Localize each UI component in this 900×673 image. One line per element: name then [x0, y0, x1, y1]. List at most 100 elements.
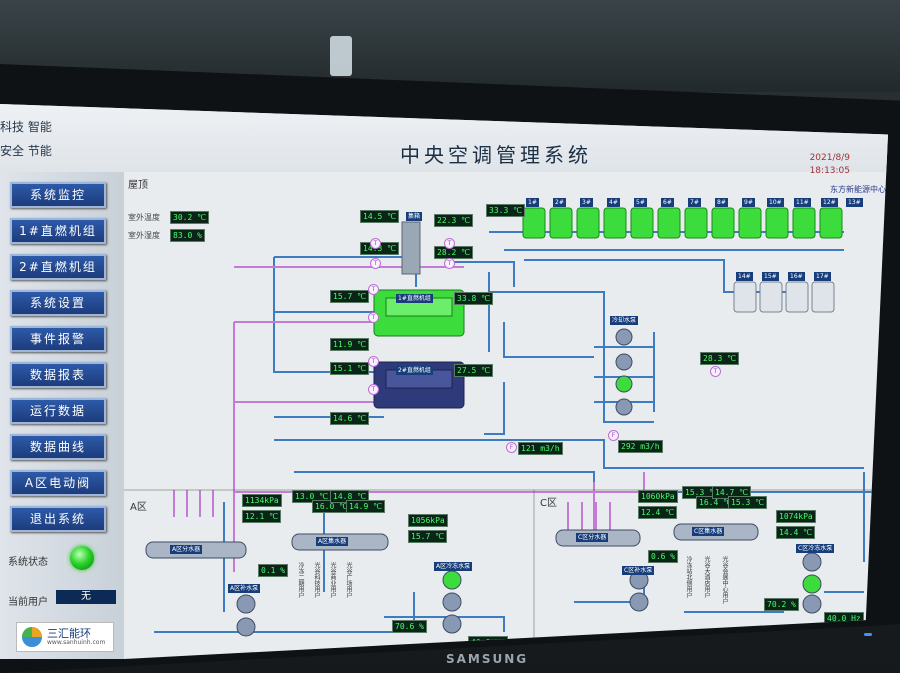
chiller-2-inlet-temp: 15.1 ℃ [330, 362, 370, 375]
tower-label[interactable]: 7# [688, 198, 701, 207]
chiller-1-label[interactable]: 1#直燃机组 [396, 294, 433, 303]
clock: 2021/8/9 18:13:05 [810, 152, 850, 178]
zone-c-branch-temp-4: 15.3 ℃ [728, 496, 768, 509]
manifold-temp-4: 28.2 ℃ [434, 246, 474, 259]
tower-label[interactable]: 4# [607, 198, 620, 207]
flow-rate-2: 292 m3/h [618, 440, 663, 453]
company-logo: 三汇能环 www.sanhuinh.com [16, 622, 114, 652]
zone-c-branch-label: 光谷会展中心用户 [721, 556, 728, 604]
outdoor-temp-label: 室外温度 [128, 213, 160, 222]
zone-a-makeup-pumps [236, 594, 256, 637]
nav-system-monitor[interactable]: 系统监控 [10, 182, 106, 208]
tower-label[interactable]: 16# [788, 272, 805, 281]
zone-a-supply-temp: 12.1 ℃ [242, 510, 282, 523]
tower-label[interactable]: 3# [580, 198, 593, 207]
zone-a-bypass-valve: 0.1 % [258, 564, 289, 577]
manifold-label: 集箱 [406, 212, 423, 221]
nav-zone-a-valve[interactable]: A区电动阀 [10, 470, 106, 496]
zone-a-branch-temp-4: 14.9 ℃ [346, 500, 386, 513]
thermometer-icon: T [370, 258, 381, 269]
logo-text: 三汇能环 [47, 627, 91, 640]
nav-data-report[interactable]: 数据报表 [10, 362, 106, 388]
thermometer-icon: T [710, 366, 721, 377]
tower-label[interactable]: 10# [767, 198, 784, 207]
nav-system-settings[interactable]: 系统设置 [10, 290, 106, 316]
thermometer-icon: T [444, 258, 455, 269]
chiller-1-inlet-temp: 15.7 ℃ [330, 290, 370, 303]
cooling-pumps [615, 328, 633, 416]
tower-label[interactable]: 5# [634, 198, 647, 207]
nav-chiller-1[interactable]: 1#直燃机组 [10, 218, 106, 244]
tower-row-2 [733, 281, 835, 313]
thermometer-icon: T [368, 356, 379, 367]
power-indicator-icon [864, 633, 872, 636]
chiller-1-low-temp: 11.9 ℃ [330, 338, 370, 351]
zone-c-chw-pump-label: C区冷冻水泵 [796, 544, 835, 553]
nav-chiller-2[interactable]: 2#直燃机组 [10, 254, 106, 280]
tower-label[interactable]: 15# [762, 272, 779, 281]
tower-label[interactable]: 8# [715, 198, 728, 207]
date-readout: 2021/8/9 [809, 153, 850, 163]
manifold [401, 221, 421, 275]
flow-meter-icon: F [506, 442, 517, 453]
zone-c-return-temp: 14.4 ℃ [776, 526, 816, 539]
zone-c-chw-pumps [802, 552, 822, 614]
zone-c-branch-label: 冷冻站北侧用户 [685, 556, 692, 598]
tower-label[interactable]: 2# [553, 198, 566, 207]
zone-a-chw-pump-label: A区冷冻水泵 [434, 562, 473, 571]
logo-icon [22, 627, 42, 647]
outdoor-humidity-value: 83.0 % [170, 229, 205, 242]
zone-c-distributor-label: C区分水器 [576, 533, 609, 542]
zone-c-supply-temp: 12.4 ℃ [638, 506, 678, 519]
manifold-temp-2: 22.3 ℃ [434, 214, 474, 227]
tower-label[interactable]: 17# [814, 272, 831, 281]
chiller-2-outlet-temp: 27.5 ℃ [454, 364, 494, 377]
flow-meter-icon: F [608, 430, 619, 441]
tower-label[interactable]: 9# [742, 198, 755, 207]
zone-c-bypass-valve: 0.6 % [648, 550, 679, 563]
nav-exit-system[interactable]: 退出系统 [10, 506, 106, 532]
manifold-temp-3: 14.3 ℃ [360, 242, 400, 255]
current-user-value: 无 [56, 590, 116, 604]
top-supply-temp: 33.3 ℃ [486, 204, 526, 217]
tower-row-1 [522, 207, 843, 239]
zone-c-branch-label: 光谷大酒店用户 [703, 556, 710, 598]
tower-label[interactable]: 1# [526, 198, 539, 207]
zone-a-branch-label: 冷冻二期用户 [297, 562, 304, 598]
nav-run-data[interactable]: 运行数据 [10, 398, 106, 424]
zone-c-collector-label: C区集水器 [692, 527, 725, 536]
zone-a-valve-opening: 70.6 % [392, 620, 427, 633]
zone-c-supply-pressure: 1060kPa [638, 490, 678, 503]
manifold-temp-1: 14.5 ℃ [360, 210, 400, 223]
flow-rate-1: 121 m3/h [518, 442, 563, 455]
scada-screen: 科技 智能 安全 节能 中央空调管理系统 2021/8/9 18:13:05 东… [0, 104, 888, 659]
sidebar: 系统监控 1#直燃机组 2#直燃机组 系统设置 事件报警 数据报表 运行数据 数… [0, 172, 124, 659]
zone-a-return-pressure: 1056kPa [408, 514, 448, 527]
tower-label[interactable]: 6# [661, 198, 674, 207]
zone-c-return-pressure: 1074kPa [776, 510, 816, 523]
roof-label: 屋顶 [128, 180, 148, 191]
company-label: 东方新能源中心 [830, 185, 886, 194]
tower-label[interactable]: 12# [821, 198, 838, 207]
thermometer-icon: T [370, 238, 381, 249]
thermometer-icon: T [368, 384, 379, 395]
chiller-2-label[interactable]: 2#直燃机组 [396, 366, 433, 375]
zone-a-label: A区 [130, 502, 147, 513]
zone-a-chw-pumps [442, 570, 462, 634]
zone-a-collector-label: A区集水器 [316, 537, 349, 546]
cooling-return-temp: 28.3 ℃ [700, 352, 740, 365]
nav-event-alarm[interactable]: 事件报警 [10, 326, 106, 352]
tower-label[interactable]: 11# [794, 198, 811, 207]
chiller-1-outlet-temp: 33.8 ℃ [454, 292, 494, 305]
brand-slogan-1: 科技 智能 [0, 120, 52, 134]
zone-a-makeup-pump-label: A区补水泵 [228, 584, 261, 593]
tower-label[interactable]: 14# [736, 272, 753, 281]
chiller-2-low-temp: 14.6 ℃ [330, 412, 370, 425]
current-user-label: 当前用户 [8, 597, 48, 608]
zone-a-distributor-label: A区分水器 [170, 545, 203, 554]
zone-a-branch-label: 光谷科技用户 [313, 562, 320, 598]
zone-c-label: C区 [540, 498, 557, 509]
zone-c-valve-opening: 70.2 % [764, 598, 799, 611]
nav-data-curve[interactable]: 数据曲线 [10, 434, 106, 460]
tower-label[interactable]: 13# [846, 198, 863, 207]
